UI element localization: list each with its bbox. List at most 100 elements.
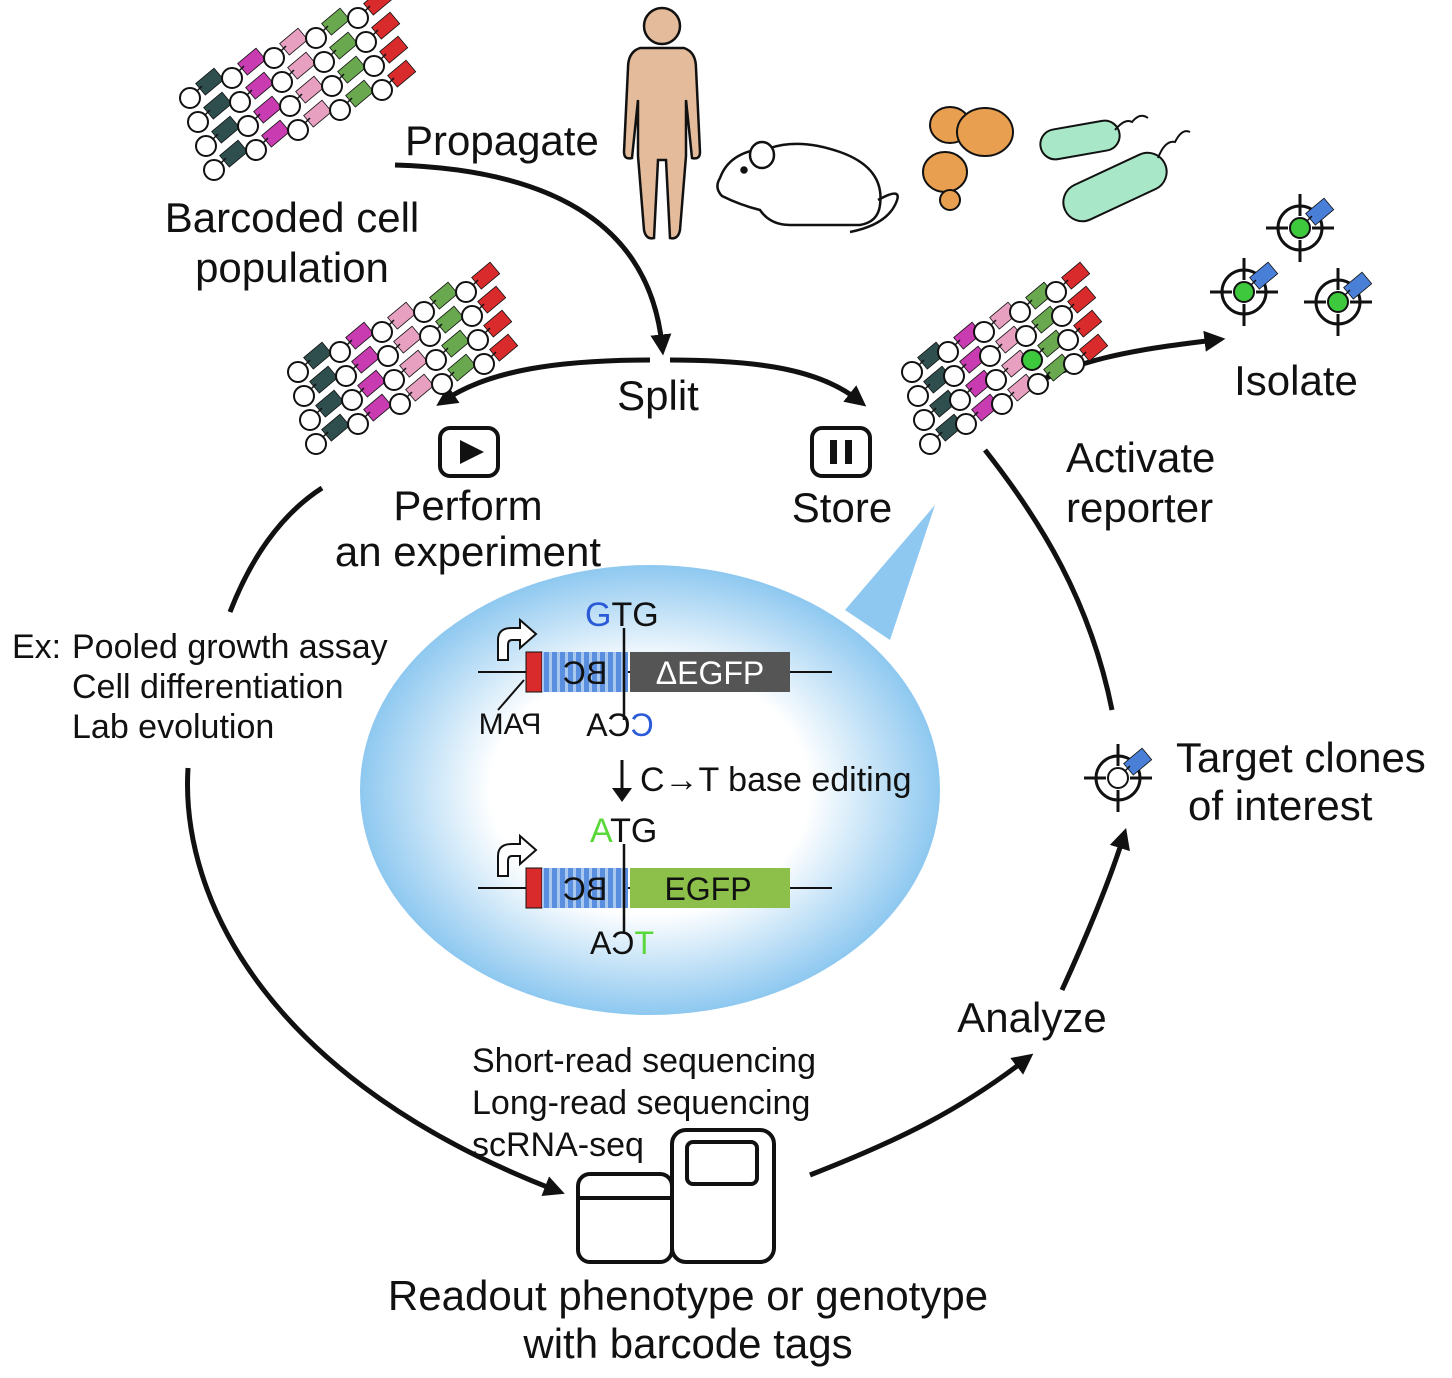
barcoded-cells-store: [901, 261, 1109, 455]
construct-edited: [478, 833, 832, 934]
readout-label-2: with barcode tags: [522, 1320, 852, 1367]
barcoded-cell: [1107, 747, 1153, 789]
barcoded-cell: [237, 95, 283, 137]
bacteria-icon: [1039, 114, 1191, 223]
barcoded-cell: [413, 281, 459, 323]
ex-item-2: Cell differentiation: [72, 668, 344, 706]
target-icon: [1210, 258, 1278, 326]
ex-item-3: Lab evolution: [72, 708, 274, 746]
barcoded-cell: [389, 373, 435, 415]
barcoded-cell: [1027, 353, 1073, 395]
barcoded-cell: [229, 71, 275, 113]
human-icon: [622, 6, 702, 240]
barcoded-cell: [431, 353, 477, 395]
edit-label: C→T base editing: [640, 761, 912, 799]
barcoded-cell: [335, 345, 381, 387]
barcoded-cell: [1327, 271, 1373, 313]
barcoded-cell: [271, 51, 317, 93]
target-clone-icon: [1084, 744, 1153, 812]
barcoded-cell: [1233, 261, 1279, 303]
barcoded-cells-perform: [287, 261, 519, 455]
barcoded-cell: [425, 329, 471, 371]
barcoded-cell: [321, 55, 367, 97]
barcoded-cell: [461, 285, 507, 327]
split-label: Split: [617, 372, 699, 419]
propagate-label: Propagate: [405, 117, 599, 164]
barcoded-cells-top: [179, 0, 417, 181]
seq-method-2: Long-read sequencing: [472, 1084, 810, 1122]
play-icon: [438, 426, 500, 478]
barcoded-cell: [203, 139, 249, 181]
target-label-2: of interest: [1188, 782, 1373, 829]
split-left-arrow: [436, 357, 651, 406]
ex-item-1: Pooled growth assay: [72, 628, 388, 666]
barcoded-cell: [313, 31, 359, 73]
propagate-arrow: [394, 162, 672, 356]
barcoded-cell: [1289, 197, 1335, 239]
barcoded-cell: [195, 115, 241, 157]
reporter-label: reporter: [1066, 484, 1213, 531]
promoter-arrow-icon: [497, 617, 538, 661]
target-icon: [1266, 194, 1334, 262]
seq-method-3: scRNA-seq: [472, 1126, 644, 1164]
barcoded-cell: [363, 35, 409, 77]
construct-unedited: [478, 617, 832, 720]
yeast-icon: [922, 106, 1014, 211]
barcoded-cell: [1045, 261, 1091, 303]
isolated-targets: [1210, 194, 1373, 336]
target-icon: [1304, 268, 1372, 336]
perform-label: Perform: [393, 482, 542, 529]
barcoded-cell: [1051, 285, 1097, 327]
isolate-label: Isolate: [1234, 357, 1358, 404]
barcoded-cell: [355, 11, 401, 53]
barcoded-cell: [305, 7, 351, 49]
analyze-label: Analyze: [957, 994, 1106, 1041]
ex-prefix: Ex:: [12, 628, 61, 666]
barcoded-cell: [347, 393, 393, 435]
barcoded-cell: [263, 27, 309, 69]
barcoded-cell: [377, 325, 423, 367]
split-right-arrow: [669, 357, 867, 407]
analyze-arrow: [809, 1053, 1034, 1178]
barcoded-cell: [329, 79, 375, 121]
edit-arrow: [612, 760, 632, 802]
barcoded-cell: [371, 301, 417, 343]
pause-icon: [810, 426, 872, 478]
readout-label-1: Readout phenotype or genotype: [388, 1272, 988, 1319]
barcoded-cell: [221, 47, 267, 89]
an-experiment-label: an experiment: [335, 528, 601, 575]
barcoded-cell: [347, 0, 393, 29]
barcoded-cell: [287, 99, 333, 141]
barcoded-cell: [1063, 333, 1109, 375]
barcoded-cell: [467, 309, 513, 351]
barcoded-cell: [473, 333, 519, 375]
barcoded-cell: [1057, 309, 1103, 351]
left-arc-upper: [227, 485, 324, 613]
activate-label: Activate: [1066, 434, 1215, 481]
sequencer-icon: [576, 1128, 776, 1264]
barcoded-cell: [419, 305, 465, 347]
top-codon: GTG: [585, 596, 659, 634]
barcoded-cell: [279, 75, 325, 117]
right-arc-upper: [983, 448, 1115, 711]
barcoded-cell: [299, 389, 345, 431]
barcoded-cell-label: Barcoded cell: [165, 194, 419, 241]
barcoded-cell: [287, 341, 333, 383]
left-arc-lower: [185, 767, 565, 1197]
construct-bubble: [360, 505, 940, 1015]
edited-codon: ATG: [590, 812, 657, 850]
target-icon: [1084, 744, 1152, 812]
pam-label: PAM: [479, 708, 542, 741]
population-label: population: [195, 244, 389, 291]
barcoded-cell: [329, 321, 375, 363]
edited-bottom-codon: TCA: [589, 925, 654, 961]
bottom-codon: CCA: [586, 707, 654, 743]
target-label-1: Target clones: [1176, 734, 1426, 781]
barcoded-cell: [371, 59, 417, 101]
barcoded-cell: [245, 119, 291, 161]
promoter-arrow-icon-2: [497, 833, 538, 877]
bc-label: BC: [563, 655, 607, 691]
target-up-arrow: [1059, 827, 1130, 992]
